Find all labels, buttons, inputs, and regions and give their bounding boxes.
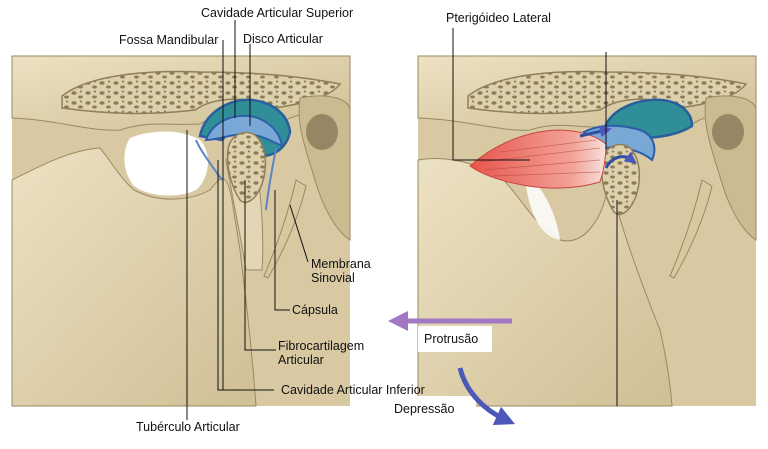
left-condyle <box>226 131 267 204</box>
label-mandibular-fossa: Fossa Mandibular <box>119 33 219 47</box>
label-lateral-pterygoid: Pterigóideo Lateral <box>446 11 551 25</box>
left-mandible <box>11 147 257 407</box>
label-superior-cavity: Cavidade Articular Superior <box>201 6 354 20</box>
left-capsule <box>195 139 277 211</box>
right-styloid-process <box>669 179 713 279</box>
label-depression: Depressão <box>394 402 455 416</box>
label-fibrocartilage-line1: Fibrocartilagem <box>278 339 365 353</box>
disc-motion-arrow <box>579 125 612 138</box>
depression-label-bg <box>390 396 476 422</box>
label-protrusion: Protrusão <box>424 332 479 346</box>
label-synovial-membrane: Membrana Sinovial <box>311 257 371 285</box>
protrusion-label-bg <box>418 326 492 352</box>
left-ear-canal <box>306 114 338 150</box>
condyle-rotation-arrow <box>604 151 637 169</box>
right-leader-lines <box>452 28 618 406</box>
label-fibrocartilage: Fibrocartilagem Articular <box>278 339 364 367</box>
label-articular-tubercle: Tubérculo Articular <box>136 420 240 434</box>
label-synovial-line2: Sinovial <box>311 271 355 285</box>
lateral-pterygoid-muscle <box>469 129 607 189</box>
left-articular-disc <box>204 114 284 148</box>
left-leader-lines <box>186 20 309 420</box>
right-notch <box>524 170 560 240</box>
depression-arrow <box>457 367 516 425</box>
right-ear-canal <box>712 114 744 150</box>
label-articular-disc: Disco Articular <box>243 32 323 46</box>
left-sigmoid-notch <box>124 131 208 196</box>
label-inferior-cavity: Cavidade Articular Inferior <box>281 383 425 397</box>
label-capsule: Cápsula <box>292 303 338 317</box>
left-panel-closed-mouth <box>11 20 351 420</box>
label-fibrocartilage-line2: Articular <box>278 353 324 367</box>
label-synovial-line1: Membrana <box>311 257 371 271</box>
